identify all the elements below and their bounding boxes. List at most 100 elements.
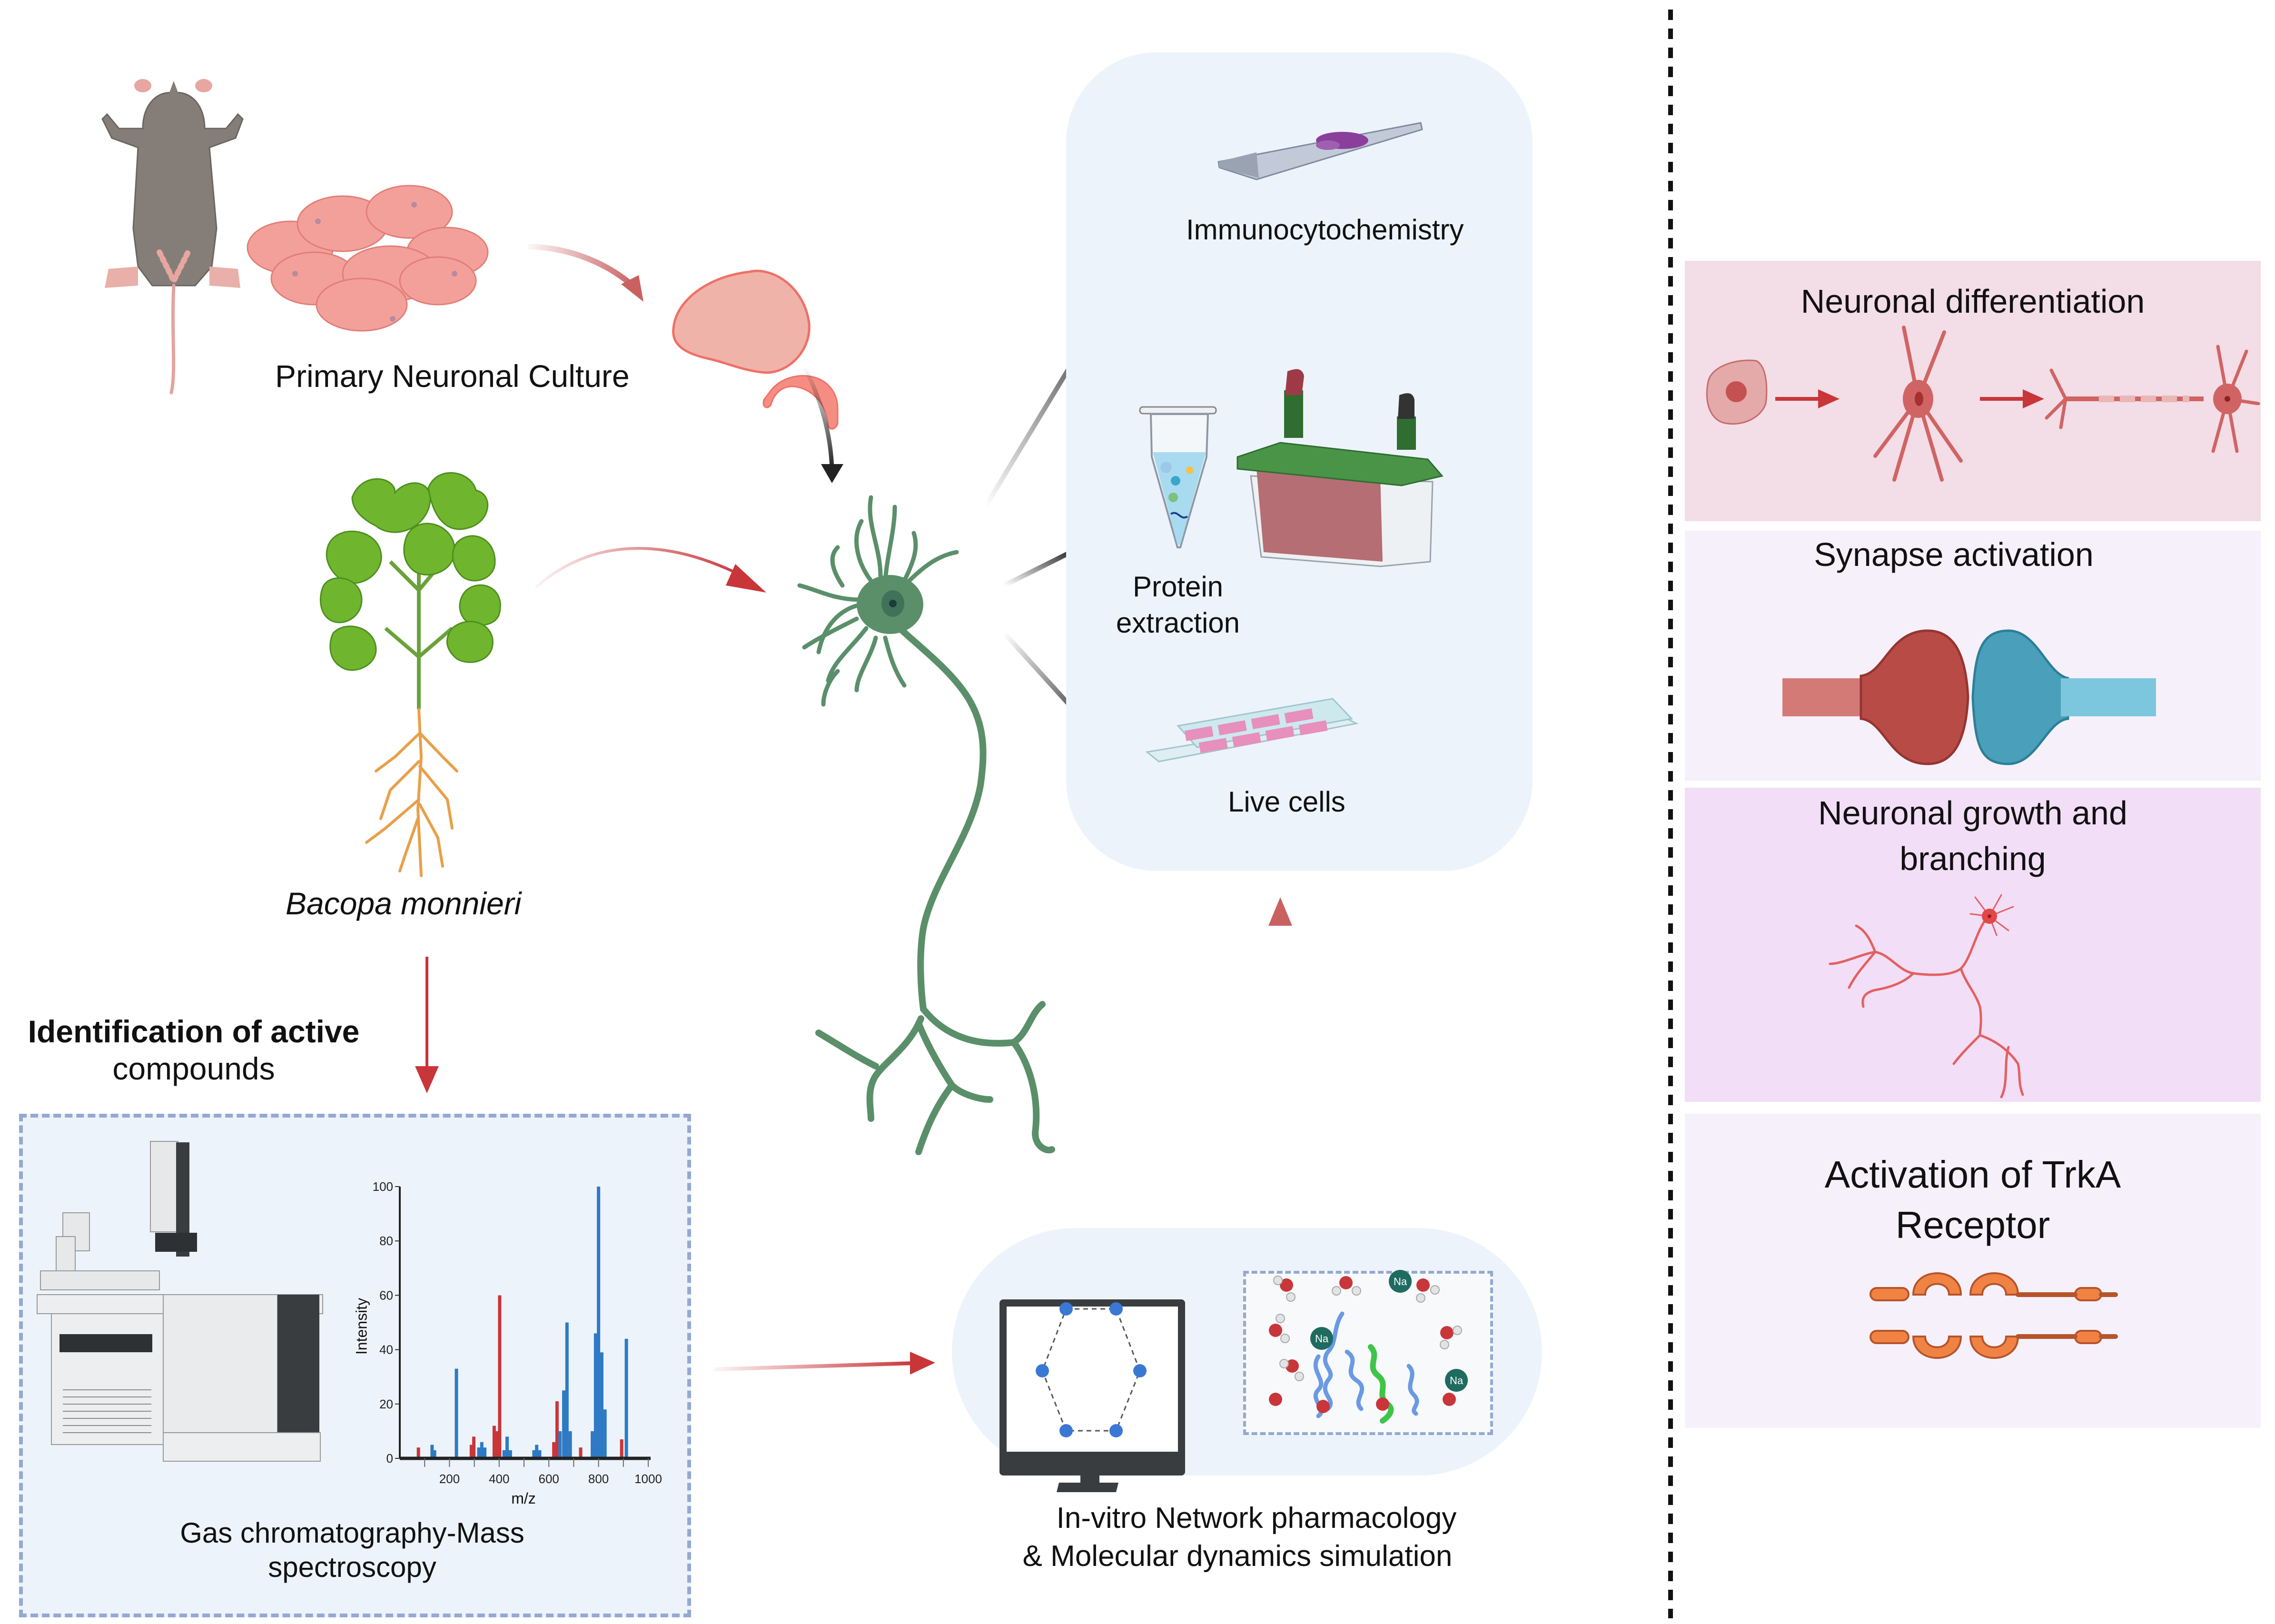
identification-bold: Identification of active bbox=[28, 1014, 360, 1049]
arrow-plant-to-neuron bbox=[534, 547, 766, 593]
chart-bar-blue bbox=[558, 1431, 562, 1458]
chart-bar-blue bbox=[433, 1450, 436, 1458]
insilico-label-line1: In-vitro Network pharmacology bbox=[1056, 1502, 1457, 1535]
chart-bar-blue bbox=[597, 1187, 601, 1458]
differentiation-illustration bbox=[1706, 326, 2260, 482]
chart-bar-blue bbox=[600, 1352, 603, 1458]
gc-ms-instrument-icon bbox=[37, 1141, 323, 1462]
sodium-ion: Na bbox=[1310, 1327, 1333, 1350]
bacopa-plant-icon bbox=[319, 472, 501, 877]
insilico-label: In-vitro Network pharmacology & Molecula… bbox=[957, 1499, 1518, 1575]
growth-illustration bbox=[1829, 894, 2024, 1099]
chart-bar-red bbox=[469, 1445, 473, 1458]
chart-bar-blue bbox=[535, 1445, 539, 1458]
neuron-illustration bbox=[797, 495, 1055, 1155]
chart-y-tick-label: 0 bbox=[386, 1451, 393, 1466]
outcome-title: Neuronal growth and branching bbox=[1685, 790, 2261, 881]
mouse-illustration bbox=[101, 79, 489, 395]
chart-y-tick-label: 80 bbox=[379, 1234, 393, 1248]
chart-bar-blue bbox=[591, 1431, 594, 1458]
chart-bar-red bbox=[492, 1426, 496, 1458]
svg-text:Na: Na bbox=[1315, 1333, 1329, 1345]
chart-bar-blue bbox=[480, 1442, 484, 1458]
synapse-illustration bbox=[1782, 629, 2156, 765]
chart-bar-red bbox=[472, 1436, 476, 1458]
outcome-title-line2: branching bbox=[1899, 840, 2046, 877]
chart-bar-blue bbox=[568, 1431, 572, 1458]
chart-bar-blue bbox=[532, 1450, 536, 1458]
svg-text:Na: Na bbox=[1394, 1276, 1407, 1287]
chart-bar-red bbox=[620, 1439, 623, 1458]
gcms-label: Gas chromatography-Mass spectroscopy bbox=[114, 1516, 590, 1584]
immunocytochemistry-label: Immunocytochemistry bbox=[1186, 214, 1464, 246]
chart-bar-blue bbox=[624, 1338, 628, 1458]
outcome-title-line1: Neuronal growth and bbox=[1818, 794, 2127, 832]
sodium-ion: Na bbox=[1445, 1369, 1468, 1392]
live-cells-plate-icon bbox=[1145, 698, 1359, 762]
chart-bar-blue bbox=[477, 1447, 481, 1458]
sodium-ion: Na bbox=[1389, 1270, 1412, 1293]
identification-heading: Identification of active compounds bbox=[10, 1013, 377, 1087]
identification-rest: compounds bbox=[112, 1051, 275, 1086]
chart-bar-blue bbox=[565, 1322, 569, 1458]
mouse-pups-icon bbox=[247, 185, 489, 332]
md-simulation-illustration: Na Na Na bbox=[1269, 1270, 1468, 1424]
svg-text:Na: Na bbox=[1450, 1375, 1464, 1386]
chart-bar-red bbox=[498, 1295, 502, 1458]
chart-bar-blue bbox=[455, 1368, 458, 1458]
gcms-label-line1: Gas chromatography-Mass bbox=[180, 1517, 524, 1549]
chart-x-tick-label: 400 bbox=[489, 1472, 509, 1486]
chart-bar-blue bbox=[505, 1436, 509, 1458]
chart-y-tick-label: 40 bbox=[379, 1343, 393, 1357]
chart-bar-blue bbox=[508, 1450, 512, 1458]
chart-x-tick-label: 200 bbox=[439, 1472, 460, 1486]
outcome-title-line2: Receptor bbox=[1895, 1204, 2050, 1246]
chart-bar-blue bbox=[502, 1450, 506, 1458]
adult-mouse-icon bbox=[101, 79, 244, 395]
md-simulation-box bbox=[1243, 1271, 1493, 1435]
arrow-gcms-to-insilico bbox=[713, 1352, 935, 1375]
chart-bar-red bbox=[416, 1447, 420, 1458]
trka-receptor-illustration bbox=[1869, 1272, 2118, 1359]
outcome-title-line1: Activation of TrkA bbox=[1824, 1153, 2121, 1196]
chart-bar-red bbox=[495, 1431, 499, 1458]
arrow-plant-to-identification bbox=[415, 957, 439, 1093]
outcome-neuronal-differentiation: Neuronal differentiation bbox=[1685, 261, 2261, 521]
arrow-insilico-to-assays bbox=[1268, 897, 1292, 1204]
chart-bar-blue bbox=[538, 1450, 542, 1458]
microscope-slide-icon bbox=[1217, 122, 1423, 180]
protein-label-line2: extraction bbox=[1116, 607, 1240, 639]
outcome-title: Synapse activation bbox=[1814, 536, 2094, 573]
electrophoresis-tank-icon bbox=[1236, 369, 1444, 567]
chart-bar-blue bbox=[562, 1390, 566, 1458]
brain-tissue-icon bbox=[672, 269, 843, 483]
arrow-mice-to-tissue bbox=[528, 244, 643, 302]
live-cells-label: Live cells bbox=[1228, 786, 1345, 818]
outcome-neuronal-growth: Neuronal growth and branching bbox=[1685, 788, 2261, 1102]
outcome-trka-activation: Activation of TrkA Receptor bbox=[1685, 1114, 2261, 1428]
chart-bar-red bbox=[552, 1442, 556, 1458]
protein-extraction-label: Protein extraction bbox=[1114, 569, 1242, 641]
computer-network-icon bbox=[999, 1299, 1185, 1492]
protein-tube-icon bbox=[1139, 406, 1217, 548]
chart-bar-blue bbox=[430, 1445, 434, 1458]
chart-x-tick-label: 600 bbox=[539, 1472, 559, 1486]
chart-y-tick-label: 20 bbox=[379, 1397, 393, 1411]
chart-x-tick-label: 1000 bbox=[634, 1472, 662, 1486]
chart-y-tick-label: 100 bbox=[373, 1179, 393, 1194]
plant-label: Bacopa monnieri bbox=[286, 886, 522, 921]
chart-bar-blue bbox=[483, 1447, 487, 1458]
chart-bar-blue bbox=[593, 1333, 597, 1458]
chart-bar-red bbox=[555, 1401, 559, 1458]
primary-culture-label: Primary Neuronal Culture bbox=[275, 358, 630, 394]
protein-label-line1: Protein bbox=[1132, 571, 1224, 603]
insilico-label-line2: & Molecular dynamics simulation bbox=[1022, 1540, 1453, 1573]
gcms-label-line2: spectroscopy bbox=[268, 1551, 436, 1583]
outcome-title: Activation of TrkA Receptor bbox=[1685, 1149, 2261, 1250]
chart-y-tick-label: 60 bbox=[379, 1288, 393, 1302]
chart-xlabel: m/z bbox=[511, 1490, 536, 1507]
outcome-synapse-activation: Synapse activation bbox=[1685, 531, 2261, 781]
outcome-title: Neuronal differentiation bbox=[1800, 283, 2145, 320]
